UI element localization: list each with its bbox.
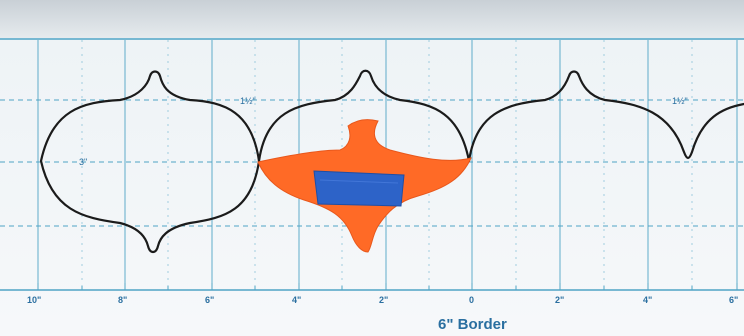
scale-label: 4": [643, 295, 652, 305]
ruler-scale: 10" 8" 6" 4" 2" 0 2" 4" 6": [27, 295, 738, 305]
scale-label: 10": [27, 295, 41, 305]
scale-label: 6": [729, 295, 738, 305]
grid-label-upper-left: 1½": [240, 96, 256, 106]
scale-tick-marks: [37, 283, 738, 290]
scale-label: 0: [469, 295, 474, 305]
scale-label: 2": [379, 295, 388, 305]
grid-label-upper-right: 1½": [672, 96, 688, 106]
ruler-title: 6" Border: [438, 316, 507, 333]
ogee-outline-center: [257, 69, 471, 163]
scale-label: 6": [205, 295, 214, 305]
scale-label: 4": [292, 295, 301, 305]
background-surface: [0, 0, 744, 40]
ogee-outline-right: [467, 70, 744, 163]
grid-vertical-lines: [37, 40, 738, 290]
blue-tape-highlight: [319, 179, 399, 184]
blue-tape-strip: [313, 170, 405, 207]
grid-label-middle: 3": [79, 157, 87, 167]
scale-label: 8": [118, 295, 127, 305]
scale-label: 2": [555, 295, 564, 305]
